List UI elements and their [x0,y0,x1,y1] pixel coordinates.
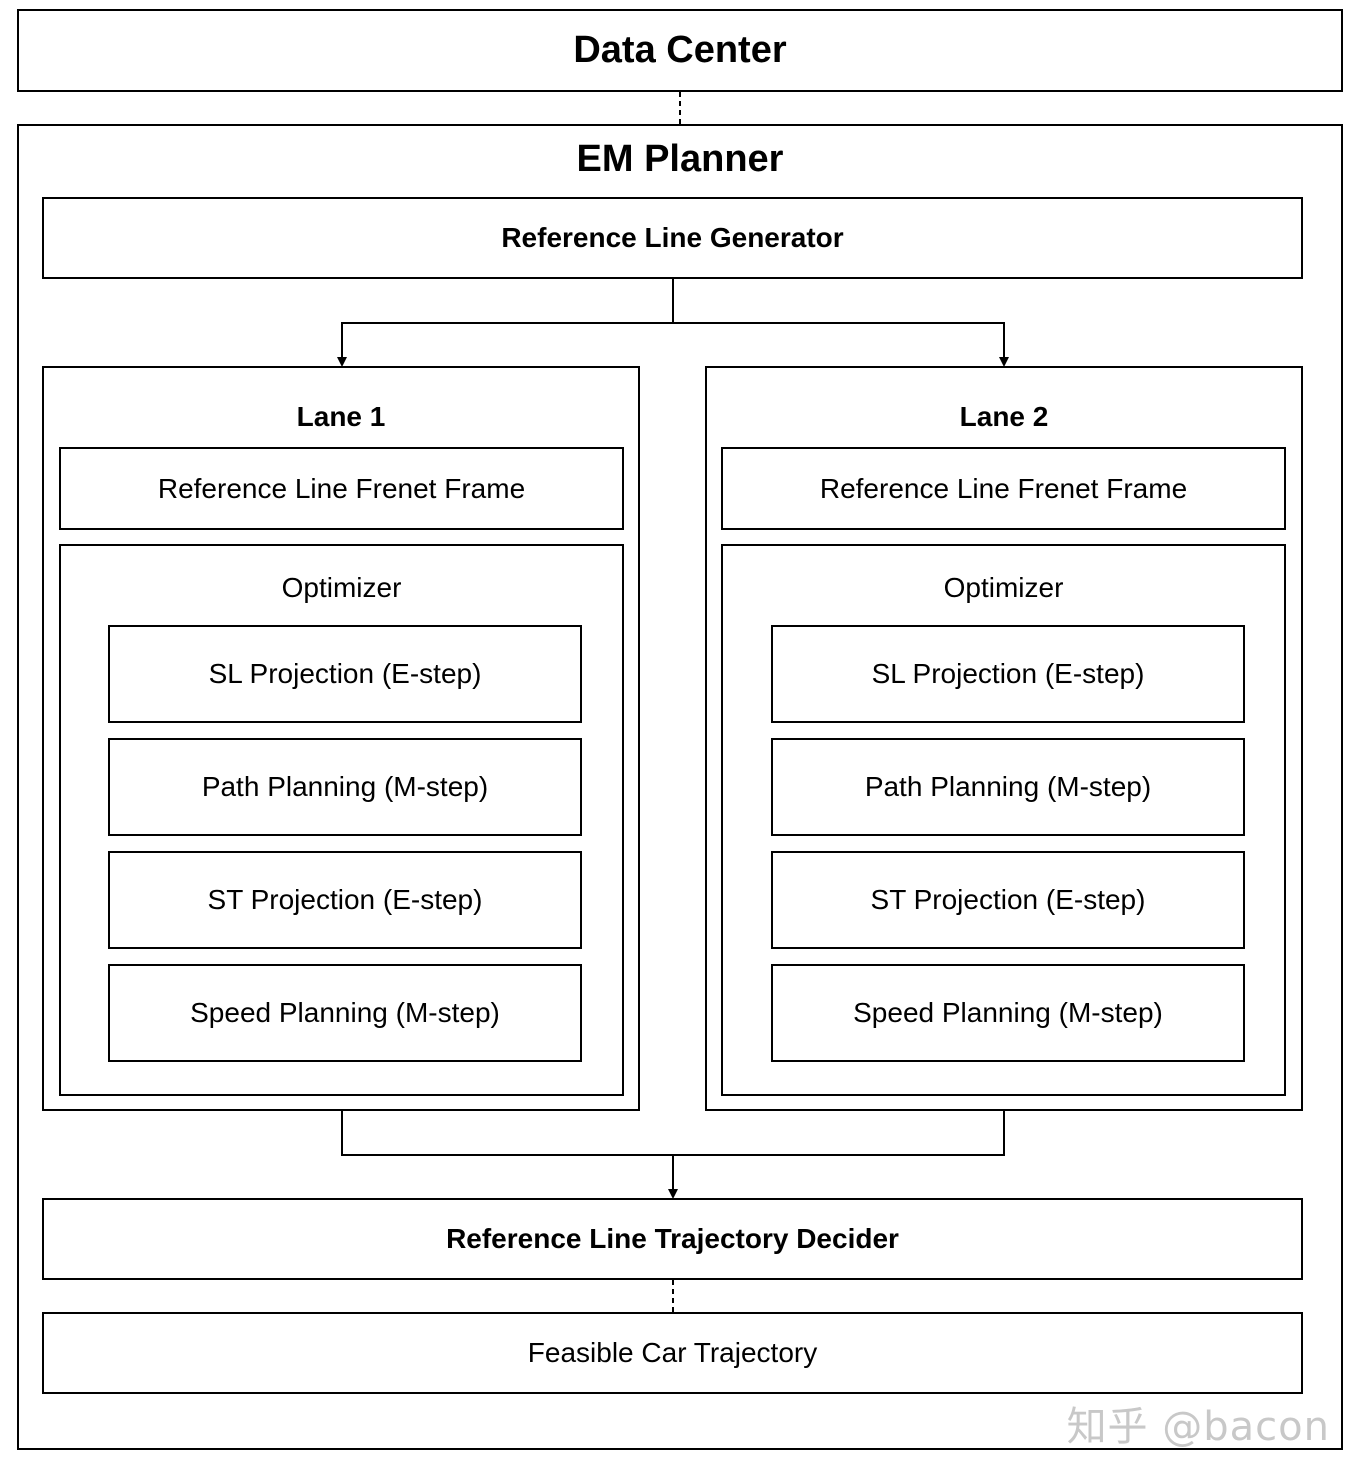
feasible-trajectory-label: Feasible Car Trajectory [527,1337,818,1368]
step-label: Path Planning (M-step) [201,771,489,802]
sl-projection-step: SL Projection (E-step) [108,625,582,723]
lane-title: Lane 2 [959,401,1049,432]
st-projection-step: ST Projection (E-step) [108,851,582,949]
generator-split-line-right [673,322,1009,367]
em-planner-box: EM Planner [17,124,1343,1450]
reference-line-generator-box: Reference Line Generator [42,197,1303,279]
step-label: Path Planning (M-step) [864,771,1152,802]
watermark: 知乎 @bacon [1066,1404,1330,1450]
optimizer-title: Optimizer [281,572,402,603]
frenet-frame-label: Reference Line Frenet Frame [157,472,526,504]
sl-projection-step: SL Projection (E-step) [771,625,1245,723]
em-planner-title: EM Planner [576,138,784,180]
step-label: Speed Planning (M-step) [190,997,500,1028]
trajectory-decider-box: Reference Line Trajectory Decider [42,1198,1303,1280]
frenet-frame-box: Reference Line Frenet Frame [721,447,1286,530]
trajectory-decider-label: Reference Line Trajectory Decider [446,1223,899,1254]
feasible-trajectory-box: Feasible Car Trajectory [42,1312,1303,1394]
path-planning-step: Path Planning (M-step) [108,738,582,836]
speed-planning-step: Speed Planning (M-step) [771,964,1245,1062]
speed-planning-step: Speed Planning (M-step) [108,964,582,1062]
data-center-box: Data Center [17,9,1343,92]
path-planning-step: Path Planning (M-step) [771,738,1245,836]
frenet-frame-label: Reference Line Frenet Frame [819,472,1188,504]
generator-split-line [337,278,674,367]
step-label: ST Projection (E-step) [870,884,1146,915]
step-label: SL Projection (E-step) [871,658,1145,689]
step-label: ST Projection (E-step) [207,884,483,915]
step-label: SL Projection (E-step) [208,658,482,689]
optimizer-title: Optimizer [943,572,1064,603]
data-center-title: Data Center [573,29,787,71]
st-projection-step: ST Projection (E-step) [771,851,1245,949]
lane-title: Lane 1 [296,401,386,432]
frenet-frame-box: Reference Line Frenet Frame [59,447,624,530]
reference-line-generator-label: Reference Line Generator [501,222,844,253]
step-label: Speed Planning (M-step) [853,997,1163,1028]
